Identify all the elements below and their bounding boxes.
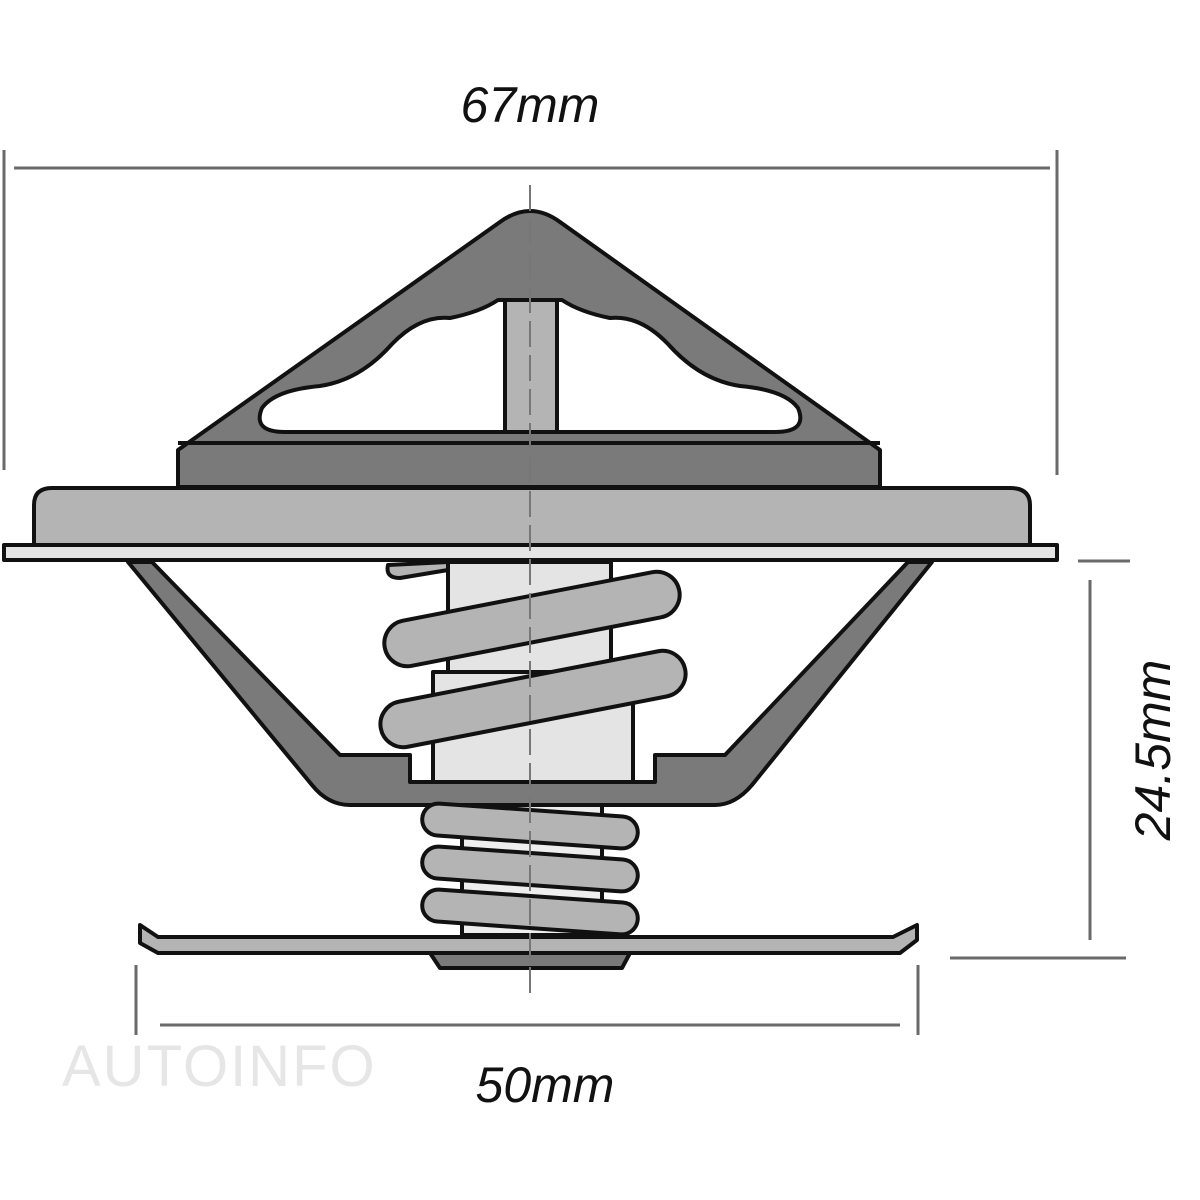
bottom-valve (428, 951, 632, 970)
dimension-50mm (134, 965, 920, 1035)
bottom-plate (138, 923, 919, 955)
main-flange (32, 486, 1032, 547)
width-label-67mm: 67mm (461, 77, 600, 133)
dimension-24-5mm (950, 559, 1130, 960)
height-label-24-5mm: 24.5mm (1125, 660, 1181, 842)
base-width-label-50mm: 50mm (476, 1057, 615, 1113)
lower-cage (126, 560, 934, 807)
dimension-67mm (2, 150, 1059, 475)
main-spring (378, 560, 688, 750)
watermark: AUTOINFO (62, 1034, 377, 1099)
